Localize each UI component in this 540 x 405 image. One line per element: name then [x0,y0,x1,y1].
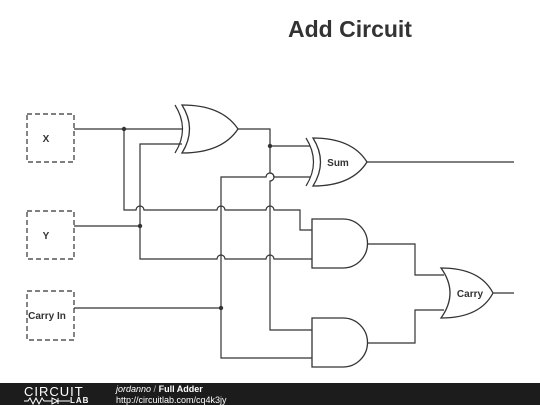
input-carry-in[interactable]: Carry In [26,290,75,341]
circuitlab-logo-text: CIRCUIT [24,384,84,399]
input-y[interactable]: Y [26,210,75,260]
circuit-url-link[interactable]: http://circuitlab.com/cq4k3jy [116,395,227,405]
input-x[interactable]: X [26,113,75,163]
sum-label: Sum [327,158,349,169]
or-gate-carry: Carry [439,267,494,319]
and-gate-2 [311,317,369,368]
input-carry-in-label: Carry In [28,311,66,322]
and-gate-1 [311,218,369,269]
carry-label: Carry [457,289,484,300]
wires [74,128,514,359]
resistor-diode-icon [24,397,70,405]
circuitlab-logo-sub: LAB [70,396,90,405]
junctions [121,126,273,311]
input-x-label: X [43,134,50,145]
page-title: Add Circuit [288,16,412,42]
xor-gate-1 [174,104,239,154]
full-adder-schematic: X Y Carry In [26,104,514,368]
xor-gate-sum: Sum [305,137,368,187]
input-y-label: Y [43,231,50,242]
circuit-name: Full Adder [158,384,203,394]
separator: / [153,384,157,394]
footer-bar: CIRCUIT LAB jordanno / Full Adder http:/… [0,383,540,405]
author-link[interactable]: jordanno [116,384,152,394]
author-line: jordanno / Full Adder [116,384,203,394]
